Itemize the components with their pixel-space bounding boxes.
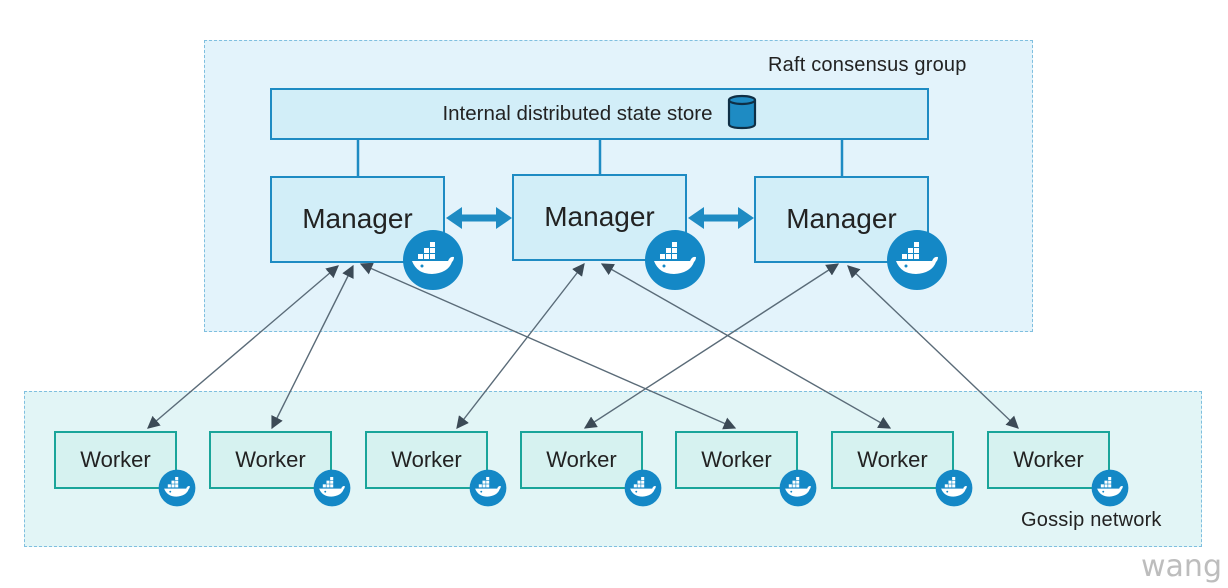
worker-label: Worker: [1013, 447, 1084, 472]
manager-label: Manager: [786, 202, 897, 234]
docker-whale-icon: [779, 469, 817, 507]
docker-whale-icon: [1091, 469, 1129, 507]
docker-whale-icon: [624, 469, 662, 507]
docker-whale-icon: [644, 229, 706, 291]
worker-label: Worker: [235, 447, 306, 472]
worker-node-5: Worker: [675, 431, 798, 489]
watermark-text: wang: [1141, 549, 1222, 584]
worker-label: Worker: [80, 447, 151, 472]
worker-node-7: Worker: [987, 431, 1110, 489]
database-icon: [727, 94, 757, 135]
arrow-m3-w7: [847, 265, 1019, 429]
worker-label: Worker: [701, 447, 772, 472]
arrow-m1-w1: [147, 265, 339, 429]
state-store-label: Internal distributed state store: [442, 102, 713, 125]
manager-label: Manager: [544, 200, 655, 232]
raft-group-label: Raft consensus group: [768, 54, 967, 76]
docker-whale-icon: [158, 469, 196, 507]
manager-label: Manager: [302, 202, 413, 234]
docker-whale-icon: [402, 229, 464, 291]
docker-whale-icon: [886, 229, 948, 291]
state-store-box: Internal distributed state store: [270, 88, 929, 140]
gossip-network-label: Gossip network: [1021, 509, 1162, 531]
docker-whale-icon: [313, 469, 351, 507]
arrow-m1-w2: [271, 264, 354, 430]
arrow-m2-w3: [456, 263, 585, 429]
manager-link-1-2: [446, 207, 512, 229]
worker-node-1: Worker: [54, 431, 177, 489]
worker-label: Worker: [857, 447, 928, 472]
docker-whale-icon: [935, 469, 973, 507]
worker-node-4: Worker: [520, 431, 643, 489]
worker-node-3: Worker: [365, 431, 488, 489]
manager-link-2-3: [688, 207, 754, 229]
arrow-m3-w4: [583, 263, 840, 429]
worker-node-6: Worker: [831, 431, 954, 489]
worker-label: Worker: [546, 447, 617, 472]
worker-label: Worker: [391, 447, 462, 472]
worker-node-2: Worker: [209, 431, 332, 489]
docker-whale-icon: [469, 469, 507, 507]
